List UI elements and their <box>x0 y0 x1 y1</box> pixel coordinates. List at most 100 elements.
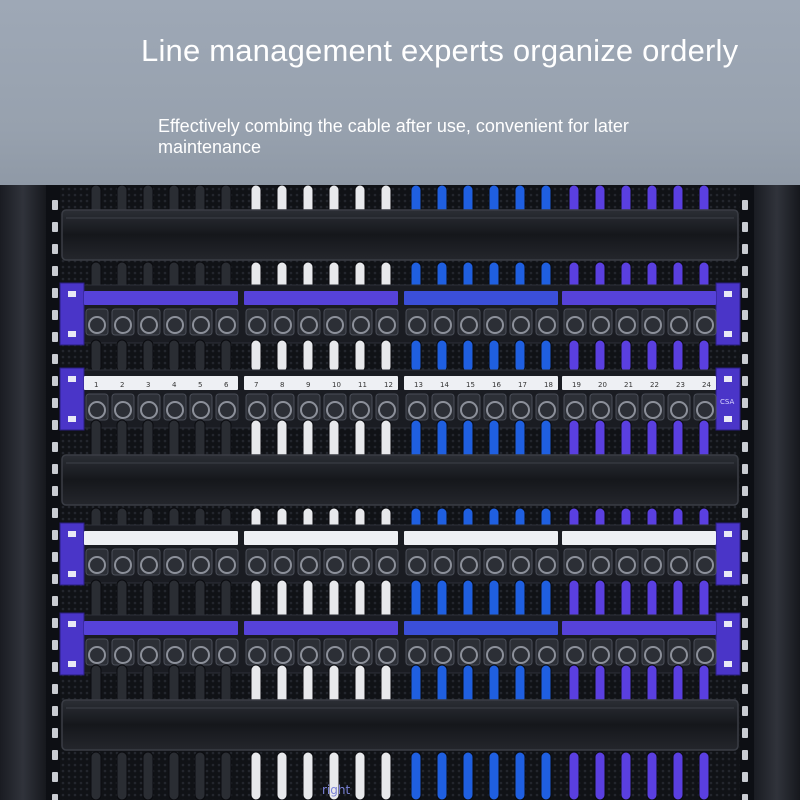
rack-hole <box>52 398 58 408</box>
port-ring <box>248 316 266 334</box>
port-number: 10 <box>332 381 341 389</box>
port-ring <box>140 556 158 574</box>
port-ring <box>696 401 714 419</box>
subheadline: Effectively combing the cable after use,… <box>158 116 629 157</box>
port-ring <box>352 646 370 664</box>
rack-hole <box>52 574 58 584</box>
rj45-port <box>483 548 507 576</box>
rack-hole <box>742 794 748 800</box>
patch-cable <box>646 751 658 800</box>
rack-hole <box>52 794 58 800</box>
port-ring <box>670 316 688 334</box>
port-ring <box>512 556 530 574</box>
port-ring <box>486 316 504 334</box>
port-ring <box>618 556 636 574</box>
rack-hole <box>742 486 748 496</box>
port-number: 6 <box>224 381 229 389</box>
port-number: 9 <box>306 381 310 389</box>
port-ring <box>274 316 292 334</box>
rack-hole <box>52 552 58 562</box>
port-ring <box>326 556 344 574</box>
patch-cable <box>514 751 526 800</box>
port-ring <box>538 401 556 419</box>
cable-manager-bar <box>61 454 739 506</box>
patch-cable <box>540 419 552 461</box>
port-ring <box>88 316 106 334</box>
patch-cable <box>380 339 392 373</box>
rack-hole <box>52 376 58 386</box>
rj45-port <box>375 308 399 336</box>
rack-hole <box>52 332 58 342</box>
port-ring <box>192 316 210 334</box>
rj45-port <box>323 548 347 576</box>
port-label-strip <box>84 531 238 545</box>
port-ring <box>166 646 184 664</box>
port-label-strip <box>244 621 398 635</box>
rack-hole <box>742 222 748 232</box>
rack-hole <box>52 442 58 452</box>
bracket-screw <box>68 661 76 667</box>
cable-manager-bar <box>61 209 739 261</box>
patch-cable <box>194 751 206 800</box>
rack-hole <box>742 354 748 364</box>
patch-cable <box>302 751 314 800</box>
patch-cable <box>646 339 658 373</box>
rack-hole <box>742 618 748 628</box>
rj45-port <box>431 548 455 576</box>
patch-cable <box>116 751 128 800</box>
bracket-screw <box>724 376 732 382</box>
patch-cable <box>594 339 606 373</box>
patch-cable <box>568 419 580 461</box>
rack-hole <box>52 354 58 364</box>
patch-cable <box>380 751 392 800</box>
bracket-screw <box>724 621 732 627</box>
port-label-strip <box>244 531 398 545</box>
port-ring <box>326 401 344 419</box>
port-ring <box>566 646 584 664</box>
patch-cable <box>250 664 262 706</box>
rack-hole <box>742 750 748 760</box>
patch-cable <box>672 339 684 373</box>
patch-cable <box>698 339 710 373</box>
port-ring <box>512 646 530 664</box>
patch-cable <box>142 419 154 461</box>
patch-cable <box>354 751 366 800</box>
rj45-port <box>297 548 321 576</box>
patch-cable <box>168 339 180 373</box>
rack-hole <box>52 508 58 518</box>
rj45-port <box>163 548 187 576</box>
port-ring <box>460 556 478 574</box>
port-ring <box>88 556 106 574</box>
port-ring <box>326 646 344 664</box>
port-ring <box>378 646 396 664</box>
port-ring <box>218 556 236 574</box>
port-number: 17 <box>518 381 527 389</box>
port-number: 12 <box>384 381 393 389</box>
port-number: 11 <box>358 381 367 389</box>
port-ring <box>192 556 210 574</box>
rack-hole <box>742 684 748 694</box>
port-number: 15 <box>466 381 475 389</box>
rj45-port <box>111 308 135 336</box>
rj45-port <box>563 308 587 336</box>
rack-hole <box>52 288 58 298</box>
rj45-port <box>349 308 373 336</box>
port-label-strip <box>244 291 398 305</box>
port-ring <box>566 556 584 574</box>
rj45-port <box>641 548 665 576</box>
patch-cable <box>568 664 580 706</box>
port-ring <box>140 316 158 334</box>
port-ring <box>114 316 132 334</box>
rack-hole <box>742 596 748 606</box>
rj45-port <box>189 308 213 336</box>
patch-cable <box>276 419 288 461</box>
port-ring <box>644 556 662 574</box>
patch-cable <box>514 664 526 706</box>
port-ring <box>300 316 318 334</box>
patch-cable <box>250 339 262 373</box>
patch-cable <box>354 664 366 706</box>
patch-cable <box>142 339 154 373</box>
rack-hole <box>742 662 748 672</box>
patch-cable <box>620 751 632 800</box>
patch-cable <box>142 751 154 800</box>
